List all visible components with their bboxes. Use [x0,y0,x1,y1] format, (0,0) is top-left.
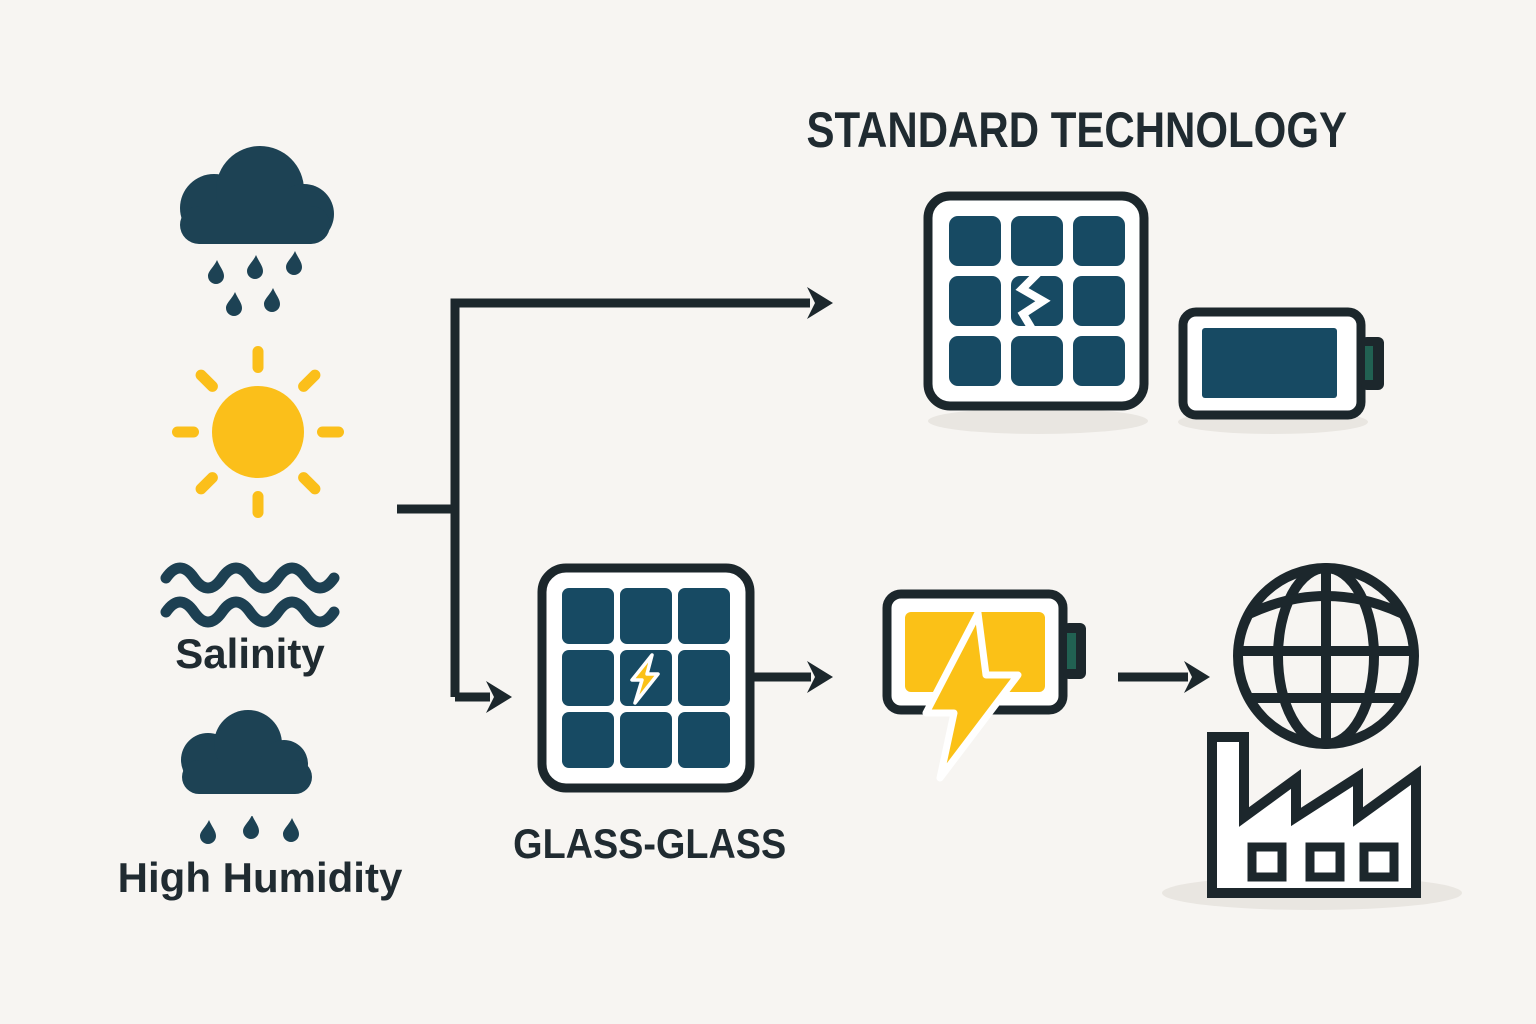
glass-glass-label: GLASS-GLASS [495,820,805,867]
small-lightning-bolt [630,653,660,705]
factory-icon [1207,732,1421,898]
large-lightning-bolt [922,609,1022,782]
high-humidity-label: High Humidity [117,854,403,901]
arrow-panel-to-battery [753,661,833,693]
panel-shadow-ellipse [928,408,1148,434]
flow-branch-lines [397,287,833,713]
arrow-battery-to-globe [1118,661,1210,693]
cracked-solar-panel-icon [923,191,1149,411]
arrowhead-bottom [486,681,512,713]
rain-drops-icon [208,251,302,316]
rain-cloud-icon [180,146,334,244]
globe-icon [1233,563,1419,749]
salinity-label: Salinity [175,630,325,677]
glass-glass-label-text: GLASS-GLASS [513,820,787,867]
arrowhead-top [807,287,833,319]
salinity-waves-icon [160,562,340,628]
standard-technology-title-text: STANDARD TECHNOLOGY [806,102,1348,158]
glass-glass-solar-panel-icon [537,563,755,793]
full-battery-icon [1178,307,1384,420]
crack-mark [1015,269,1051,332]
sun-icon [172,346,344,518]
charging-battery-icon [882,589,1086,782]
humidity-cloud-icon [181,710,312,794]
standard-technology-title: STANDARD TECHNOLOGY [755,104,1385,157]
